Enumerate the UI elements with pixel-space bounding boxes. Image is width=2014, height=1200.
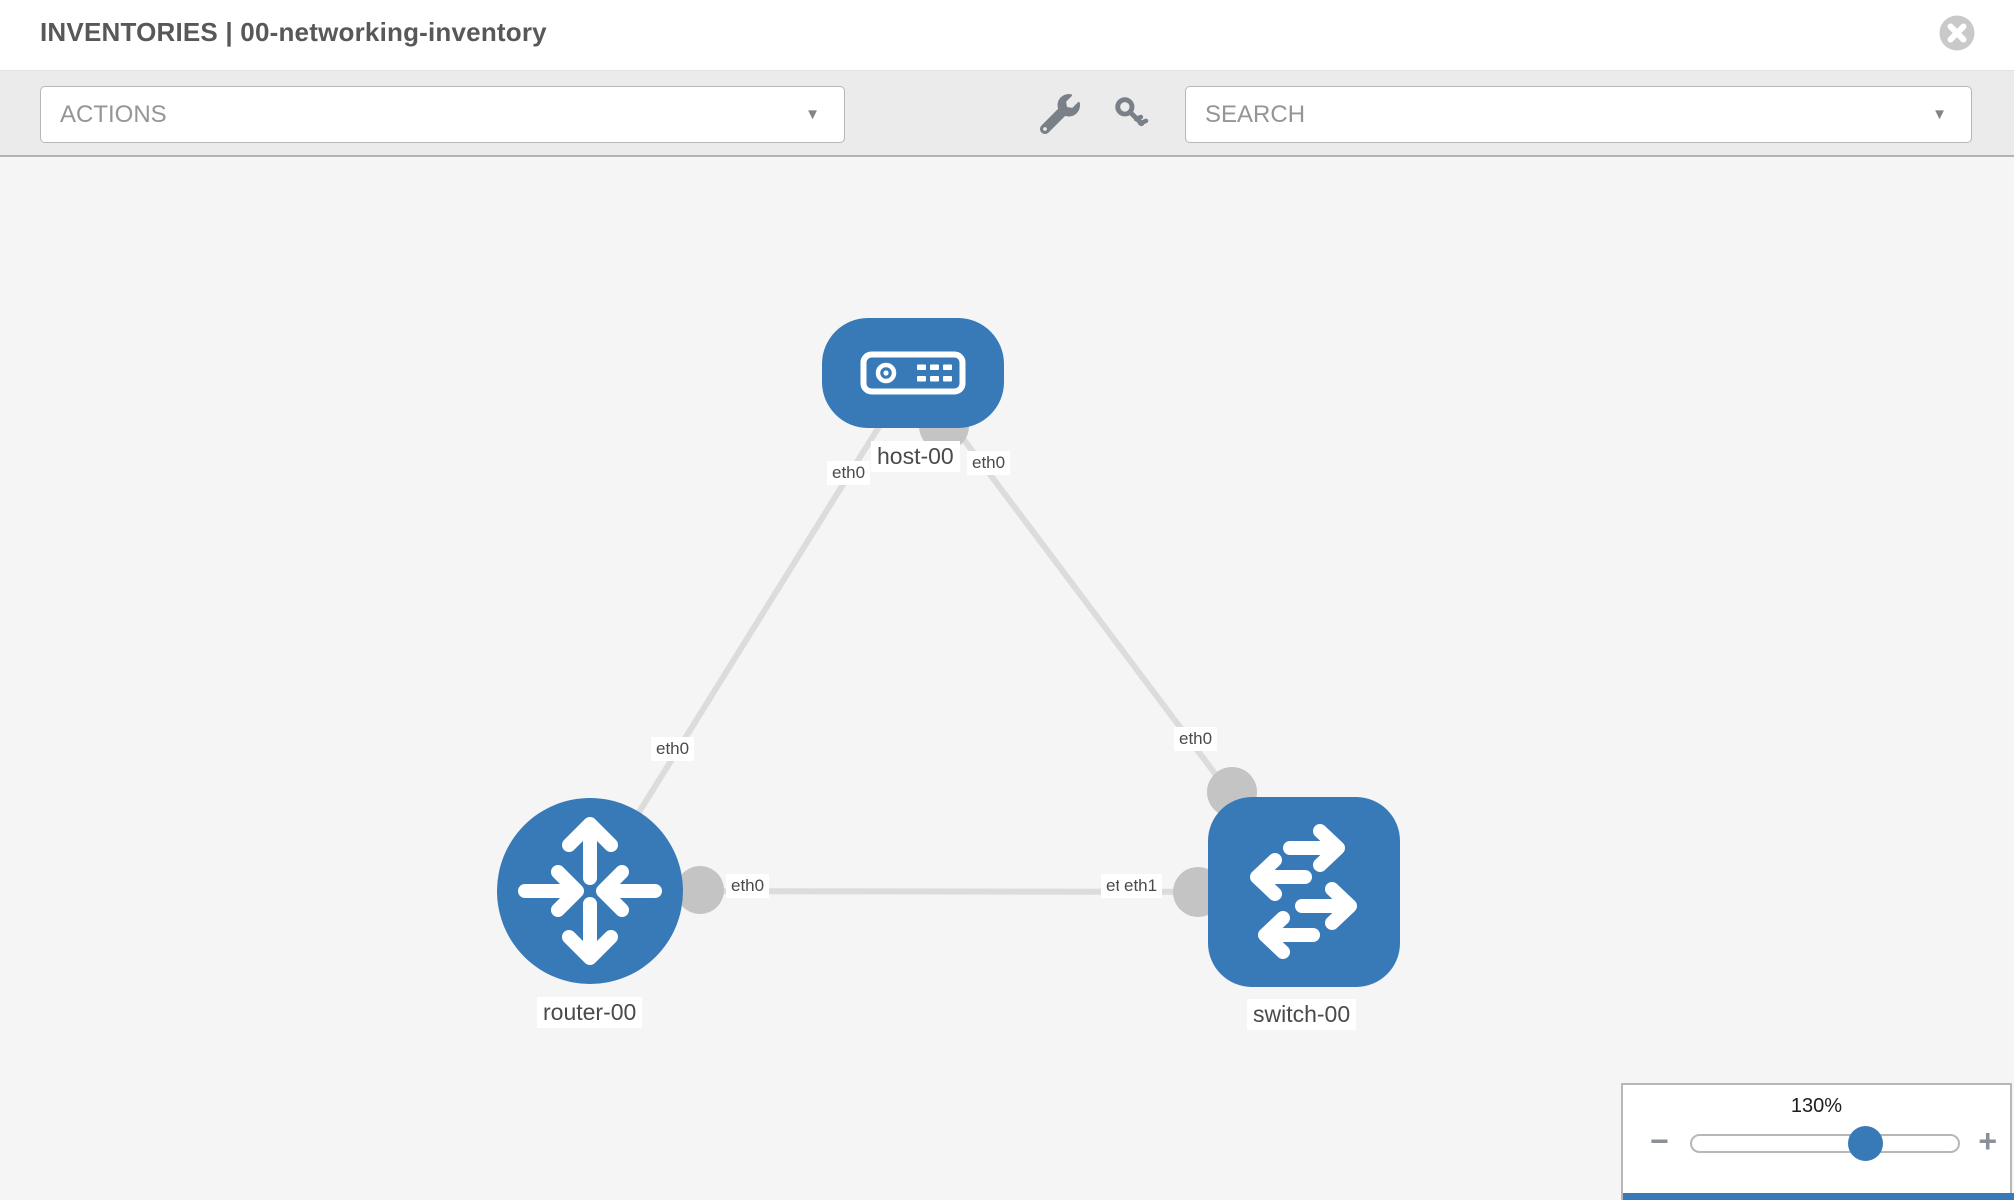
switch-icon	[1250, 824, 1357, 959]
search-dropdown[interactable]: SEARCH ▼	[1185, 86, 1972, 143]
interface-label-router-eth0: eth0	[726, 874, 770, 898]
zoom-out-button[interactable]: −	[1650, 1123, 1669, 1159]
node-switch-00[interactable]	[1208, 797, 1400, 987]
bottom-accent-bar	[1623, 1193, 2014, 1200]
close-button[interactable]	[1938, 14, 1976, 52]
key-icon	[1115, 97, 1149, 127]
chevron-down-icon: ▼	[1932, 105, 1947, 123]
node-label-router: router-00	[537, 997, 643, 1028]
link-host-router	[587, 370, 916, 893]
router-icon	[518, 817, 662, 965]
zoom-level: 130%	[1790, 1095, 1843, 1117]
node-label-switch: switch-00	[1247, 999, 1357, 1030]
interface-label-host-eth0-right: eth0	[967, 451, 1011, 475]
toolbar: ACTIONS ▼ SEARCH ▼	[0, 70, 2014, 157]
node-label-host: host-00	[871, 441, 960, 472]
endpoint-router-eth0	[676, 866, 724, 914]
topology-canvas[interactable]: host-00 router-00 switch-00 eth0 eth0 et…	[0, 157, 2014, 1200]
zoom-in-button[interactable]: +	[1978, 1123, 1997, 1159]
wrench-icon	[1039, 94, 1080, 135]
actions-dropdown-label: ACTIONS	[60, 100, 167, 128]
page-title: INVENTORIES | 00-networking-inventory	[40, 17, 547, 47]
node-router-00[interactable]	[497, 798, 683, 984]
zoom-slider-handle[interactable]	[1848, 1126, 1883, 1161]
interface-label-router-eth0-uplink: eth0	[651, 737, 695, 761]
interface-label-host-eth0-left: eth0	[827, 461, 871, 485]
header: INVENTORIES | 00-networking-inventory	[0, 0, 2014, 70]
host-icon	[860, 351, 966, 395]
zoom-slider[interactable]	[1690, 1126, 1960, 1161]
key-button[interactable]	[1112, 94, 1152, 134]
close-icon	[1939, 15, 1975, 51]
interface-label-switch-eth1: eth1	[1119, 874, 1163, 898]
actions-dropdown[interactable]: ACTIONS ▼	[40, 86, 845, 143]
node-host-00[interactable]	[822, 318, 1004, 428]
zoom-panel: 130% − +	[1621, 1083, 2012, 1200]
wrench-button[interactable]	[1039, 94, 1080, 135]
topology-links-layer	[587, 370, 1307, 917]
chevron-down-icon: ▼	[805, 105, 820, 123]
search-dropdown-label: SEARCH	[1205, 100, 1306, 128]
interface-label-switch-eth0-uplink: eth0	[1174, 727, 1218, 751]
